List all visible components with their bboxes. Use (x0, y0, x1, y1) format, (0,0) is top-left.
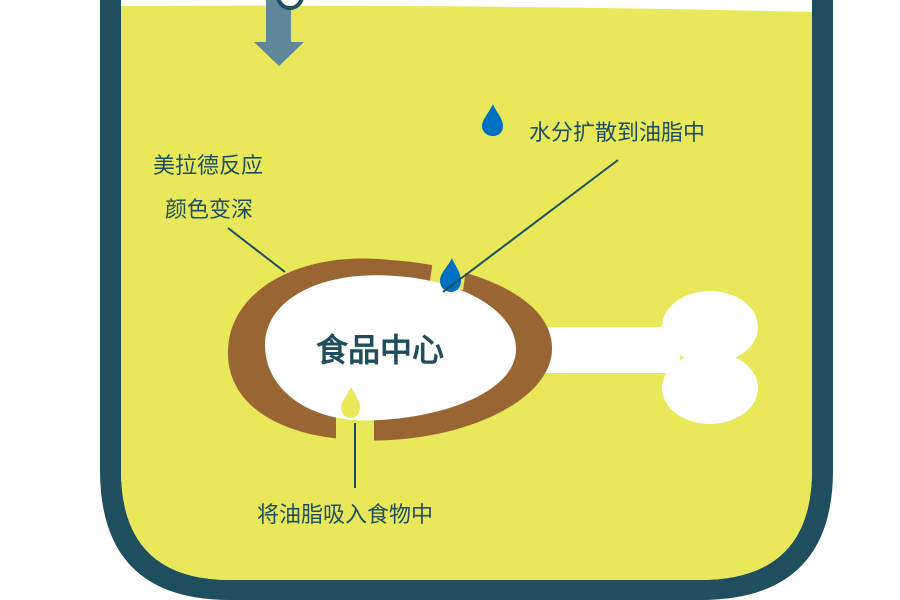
oil-absorption-label: 将油脂吸入食物中 (257, 503, 434, 528)
maillard-leader-line (227, 227, 286, 273)
water-leader-line (442, 159, 619, 293)
water-drop-icon (482, 104, 503, 136)
bone-icon (540, 291, 758, 424)
maillard-label: 美拉德反应 (153, 154, 264, 179)
down-arrow-icon (254, 0, 304, 66)
water-diffusion-label: 水分扩散到油脂中 (529, 121, 706, 146)
food-interior (265, 275, 517, 421)
food-center-label: 食品中心 (316, 331, 445, 369)
oil-drop-icon (341, 387, 360, 418)
color-darken-label: 颜色变深 (165, 198, 254, 223)
